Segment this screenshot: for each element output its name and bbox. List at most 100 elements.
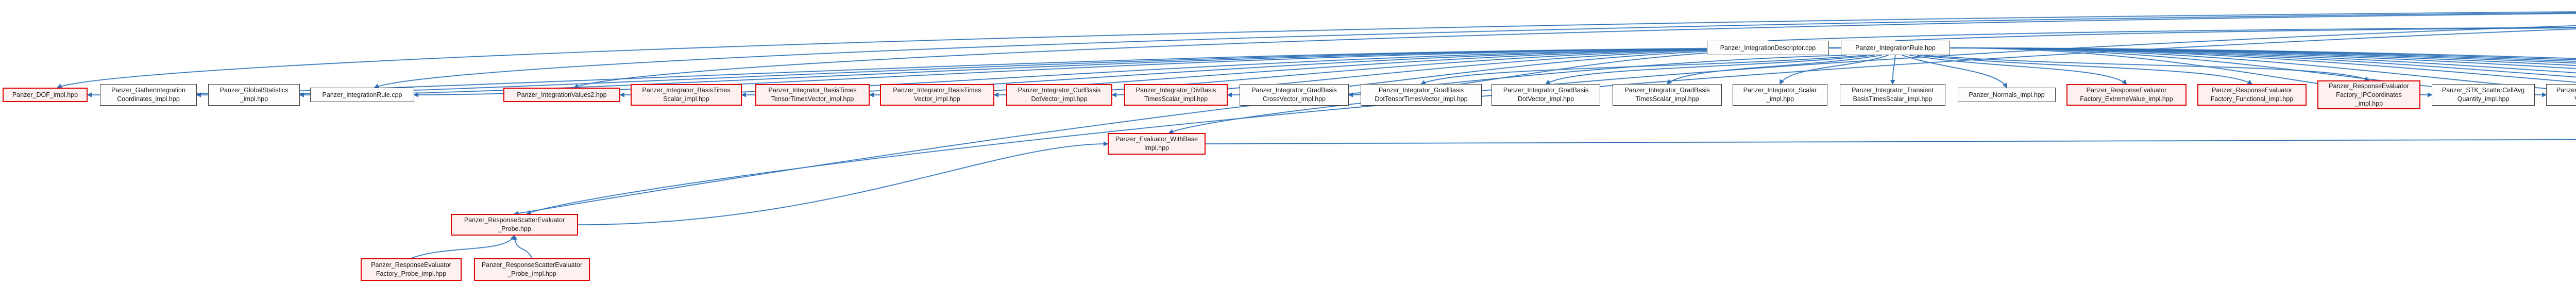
graph-node-n17[interactable]: Panzer_Normals_impl.hpp — [1958, 88, 2056, 102]
node-label-line: TimesScalar_impl.hpp — [1144, 95, 1208, 103]
include-edge — [374, 12, 2576, 89]
include-edge — [57, 11, 2576, 89]
include-edge — [1950, 47, 2576, 92]
node-label-line: Panzer_IntegrationDescriptor.cpp — [1720, 44, 1816, 52]
node-label-line: DotVector_impl.hpp — [1517, 95, 1574, 103]
include-edge — [1768, 27, 2576, 41]
node-label-line: Panzer_Integrator_GradBasis — [1624, 87, 1710, 94]
include-edge — [411, 235, 515, 259]
include-edge — [1168, 25, 2576, 134]
node-label-line: DotTensorTimesVector_impl.hpp — [1375, 95, 1468, 103]
node-label-line: Impl.hpp — [1144, 144, 1169, 152]
node-label-line: _impl.hpp — [240, 95, 268, 103]
include-edge — [299, 47, 1841, 97]
node-label-line: Panzer_ResponseEvaluator — [2212, 87, 2292, 94]
node-label-line: DotVector_impl.hpp — [1031, 95, 1088, 103]
node-label-line: Panzer_Integrator_Scalar — [1743, 87, 1817, 94]
node-label-line: CrossVector_impl.hpp — [1262, 95, 1326, 103]
graph-node-n4[interactable]: Panzer_IntegrationRule.cpp — [310, 88, 414, 102]
node-label-line: Panzer_ResponseScatterEvaluator — [464, 217, 565, 224]
node-label-line: Panzer_IntegrationRule.hpp — [1855, 44, 1936, 52]
include-edge — [1909, 55, 2127, 85]
node-label-line: BasisTimesScalar_impl.hpp — [1853, 95, 1933, 103]
include-edge — [1950, 47, 2576, 60]
node-label-line: Factory_IPCoordinates — [2336, 91, 2402, 98]
graph-node-n5[interactable]: Panzer_IntegrationValues2.hpp — [503, 88, 620, 102]
node-label-line: Panzer_STK_ScatterCellAvg — [2556, 87, 2576, 94]
include-edge — [1950, 47, 2576, 83]
include-edge — [1950, 47, 2576, 69]
graph-node-probe_hpp[interactable]: Panzer_ResponseScatterEvaluator_Probe.hp… — [451, 214, 578, 236]
include-edge — [1902, 55, 2007, 89]
include-edge — [1950, 47, 2576, 64]
graph-node-intrule_hpp[interactable]: Panzer_IntegrationRule.hpp — [1841, 41, 1950, 55]
node-label-line: Panzer_Normals_impl.hpp — [1969, 91, 2045, 98]
include-edge — [1950, 47, 2576, 73]
node-label-line: Quantity_impl.hpp — [2457, 95, 2510, 103]
graph-node-intdesc_cpp[interactable]: Panzer_IntegrationDescriptor.cpp — [1707, 41, 1829, 55]
node-label-line: Panzer_Integrator_DivBasis — [1136, 87, 1216, 94]
node-label-line: Panzer_ResponseEvaluator — [2329, 82, 2409, 90]
include-edge — [1890, 55, 1896, 85]
node-label-line: _Probe_impl.hpp — [507, 270, 556, 277]
node-label-line: Panzer_ResponseScatterEvaluator — [481, 261, 583, 269]
node-label-line: Factory_Functional_impl.hpp — [2210, 95, 2294, 103]
node-label-line: Panzer_GatherIntegration — [111, 87, 185, 94]
include-edge — [573, 13, 2576, 89]
graph-node-n15[interactable]: Panzer_Integrator_Scalar_impl.hpp — [1733, 84, 1827, 106]
node-label-line: _impl.hpp — [1766, 95, 1794, 103]
node-label-line: Coordinates_impl.hpp — [117, 95, 180, 103]
graph-node-probescatter[interactable]: Panzer_ResponseScatterEvaluator_Probe_im… — [474, 258, 590, 281]
node-label-line: Factory_ExtremeValue_impl.hpp — [2080, 95, 2173, 103]
graph-node-n22[interactable]: Panzer_STK_ScatterCellAvgVector_impl.hpp — [2546, 84, 2576, 106]
node-label-line: TensorTimesVector_impl.hpp — [771, 95, 854, 103]
node-label-line: Panzer_Integrator_BasisTimes — [768, 87, 857, 94]
include-edge — [1924, 55, 2370, 81]
node-label-line: Panzer_IntegrationRule.cpp — [322, 91, 402, 98]
include-edge — [1950, 47, 2576, 62]
graph-node-n1[interactable]: Panzer_DOF_impl.hpp — [3, 88, 88, 102]
graph-node-n3[interactable]: Panzer_GlobalStatistics_impl.hpp — [208, 84, 300, 106]
include-edge — [1780, 55, 1889, 85]
node-label-line: _impl.hpp — [2354, 99, 2383, 107]
node-label-line: Panzer_STK_ScatterCellAvg — [2442, 87, 2525, 94]
node-label-line: Factory_Probe_impl.hpp — [376, 270, 447, 277]
include-edge — [1950, 47, 2576, 78]
include-edge — [514, 55, 1847, 216]
node-label-line: Panzer_Evaluator_WithBase — [1115, 136, 1198, 143]
include-edge-halo — [578, 143, 1108, 226]
node-label-line: Panzer_Integrator_Transient — [1852, 87, 1934, 94]
include-edge-halo — [57, 11, 2576, 89]
include-edge — [512, 235, 533, 259]
node-label-line: Panzer_ResponseEvaluator — [371, 261, 451, 269]
node-label-line: Vector_impl.hpp — [914, 95, 960, 103]
node-label-line: Panzer_Integrator_BasisTimes — [642, 87, 731, 94]
include-edge — [578, 141, 1109, 225]
node-label-line: Panzer_DOF_impl.hpp — [12, 91, 78, 98]
node-label-line: Panzer_IntegrationValues2.hpp — [517, 91, 607, 98]
include-edge — [1895, 27, 2576, 41]
include-edge-halo — [1205, 139, 2576, 145]
include-edge — [1666, 55, 1882, 85]
include-edge — [1545, 55, 1875, 85]
include-edge — [1950, 47, 2576, 59]
